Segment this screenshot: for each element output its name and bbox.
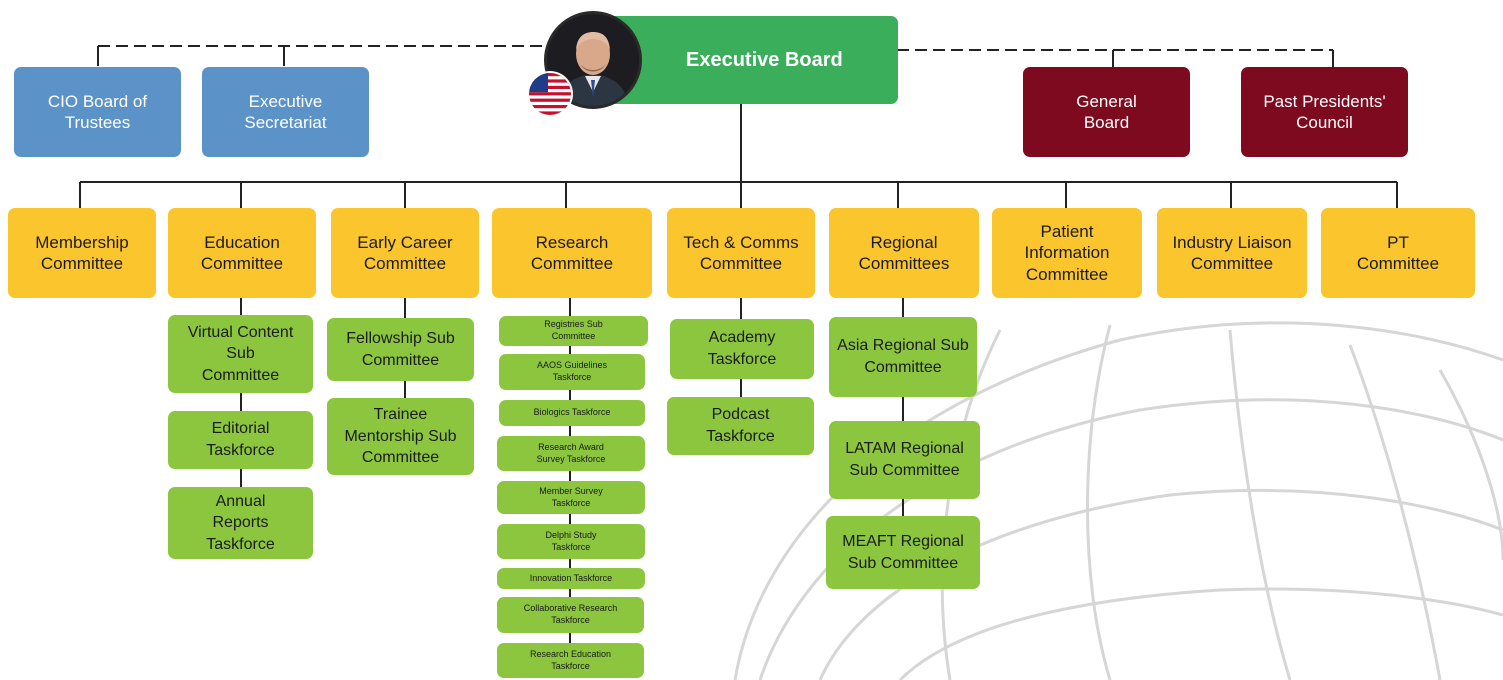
executive-board: Executive Board <box>606 16 898 104</box>
patient-information-committee: Patient Information Committee <box>992 208 1142 298</box>
academy-taskforce: Academy Taskforce <box>670 319 814 379</box>
us-flag-icon <box>529 73 571 115</box>
executive-secretariat: Executive Secretariat <box>202 67 369 157</box>
asia-regional-sub-committee: Asia Regional Sub Committee <box>829 317 977 397</box>
member-survey-taskforce: Member Survey Taskforce <box>497 481 645 514</box>
delphi-study-taskforce: Delphi Study Taskforce <box>497 524 645 559</box>
registries-sub-committee: Registries Sub Committee <box>499 316 648 346</box>
virtual-content-sub-committee: Virtual Content Sub Committee <box>168 315 313 393</box>
podcast-taskforce: Podcast Taskforce <box>667 397 814 455</box>
past-presidents-council: Past Presidents' Council <box>1241 67 1408 157</box>
cio-board-of-trustees: CIO Board of Trustees <box>14 67 181 157</box>
pt-committee: PT Committee <box>1321 208 1475 298</box>
trainee-mentorship-sub-committee: Trainee Mentorship Sub Committee <box>327 398 474 475</box>
latam-regional-sub-committee: LATAM Regional Sub Committee <box>829 421 980 499</box>
meaft-regional-sub-committee: MEAFT Regional Sub Committee <box>826 516 980 589</box>
collaborative-research-taskforce: Collaborative Research Taskforce <box>497 597 644 633</box>
innovation-taskforce: Innovation Taskforce <box>497 568 645 589</box>
education-committee: Education Committee <box>168 208 316 298</box>
membership-committee: Membership Committee <box>8 208 156 298</box>
editorial-taskforce: Editorial Taskforce <box>168 411 313 469</box>
early-career-committee: Early Career Committee <box>331 208 479 298</box>
industry-liaison-committee: Industry Liaison Committee <box>1157 208 1307 298</box>
research-education-taskforce: Research Education Taskforce <box>497 643 644 678</box>
executive-board-label: Executive Board <box>686 48 843 71</box>
biologics-taskforce: Biologics Taskforce <box>499 400 645 426</box>
annual-reports-taskforce: Annual Reports Taskforce <box>168 487 313 559</box>
regional-committees: Regional Committees <box>829 208 979 298</box>
tech-comms-committee: Tech & Comms Committee <box>667 208 815 298</box>
president-avatar <box>544 11 642 109</box>
research-committee: Research Committee <box>492 208 652 298</box>
aaos-guidelines-taskforce: AAOS Guidelines Taskforce <box>499 354 645 390</box>
fellowship-sub-committee: Fellowship Sub Committee <box>327 318 474 381</box>
general-board: General Board <box>1023 67 1190 157</box>
research-award-survey-taskforce: Research Award Survey Taskforce <box>497 436 645 471</box>
